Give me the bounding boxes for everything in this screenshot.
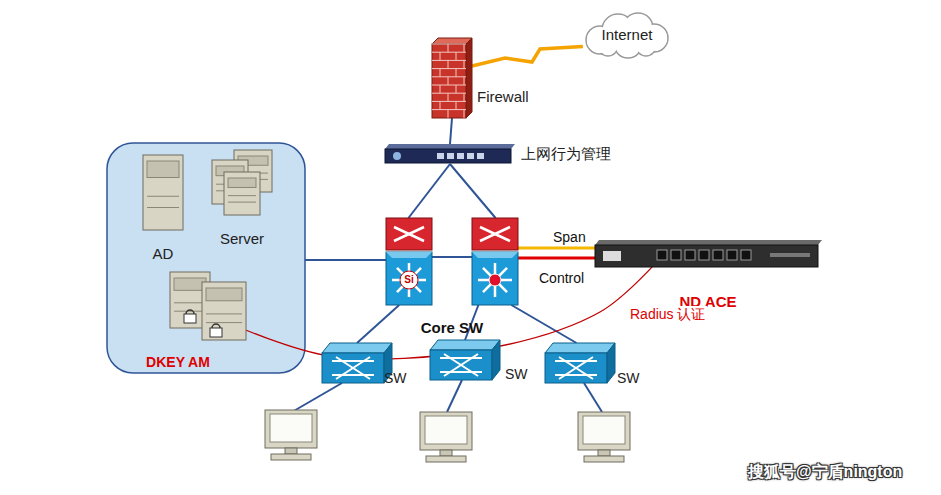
connector [408, 164, 450, 218]
watermark: 搜狐号@宁盾nington [748, 463, 902, 481]
node-label: Firewall [477, 88, 529, 105]
core-switch: Core SW [386, 218, 518, 305]
firewall-icon [432, 38, 472, 118]
ad-icon [143, 155, 183, 230]
pc-icons [265, 410, 630, 462]
internet-cloud: Internet [578, 12, 676, 58]
zone-link [305, 259, 388, 261]
behavior-manager: 上网行为管理 [385, 144, 515, 164]
server-icon [212, 150, 274, 215]
node-label: Server [220, 230, 264, 247]
nd-ace-appliance: ND ACE [595, 240, 822, 268]
core-icon [386, 218, 518, 305]
server-group: Server [212, 150, 274, 215]
access-switch: SW [545, 343, 615, 383]
connector [450, 118, 452, 144]
sw-icon [322, 343, 392, 383]
connector-label: Span [551, 229, 588, 245]
node-label: SW [617, 370, 640, 386]
node-label: DKEY AM [146, 354, 210, 370]
connector [511, 305, 576, 343]
sw-icon [430, 340, 500, 380]
connector [232, 262, 656, 359]
core-link [432, 256, 472, 258]
node-label: Internet [602, 26, 653, 43]
ad-server: AD [143, 155, 183, 230]
connector [357, 305, 399, 343]
pc-links [292, 380, 602, 412]
appliance-icon [385, 144, 515, 164]
node-label: Core SW [421, 319, 484, 336]
dkey-icon [170, 272, 248, 342]
connector-label: Radius 认证 [628, 306, 707, 322]
access-switch: SW [322, 343, 392, 383]
dkey-am-server: DKEY AM [170, 272, 248, 342]
node-label: 上网行为管理 [521, 145, 611, 162]
server-zone [107, 143, 305, 373]
node-label: SW [505, 366, 528, 382]
firewall-device: Firewall [432, 38, 472, 118]
access-switch: SW [430, 340, 500, 380]
switch-symbol-text: Si [404, 274, 413, 286]
connector [518, 247, 595, 250]
ace-icon [595, 240, 822, 268]
connector-label: Control [537, 270, 586, 286]
connector [518, 256, 595, 259]
connector [472, 47, 583, 67]
sw-icon [545, 343, 615, 383]
connector [450, 164, 496, 218]
node-label: AD [153, 245, 174, 262]
node-label: SW [384, 370, 407, 386]
